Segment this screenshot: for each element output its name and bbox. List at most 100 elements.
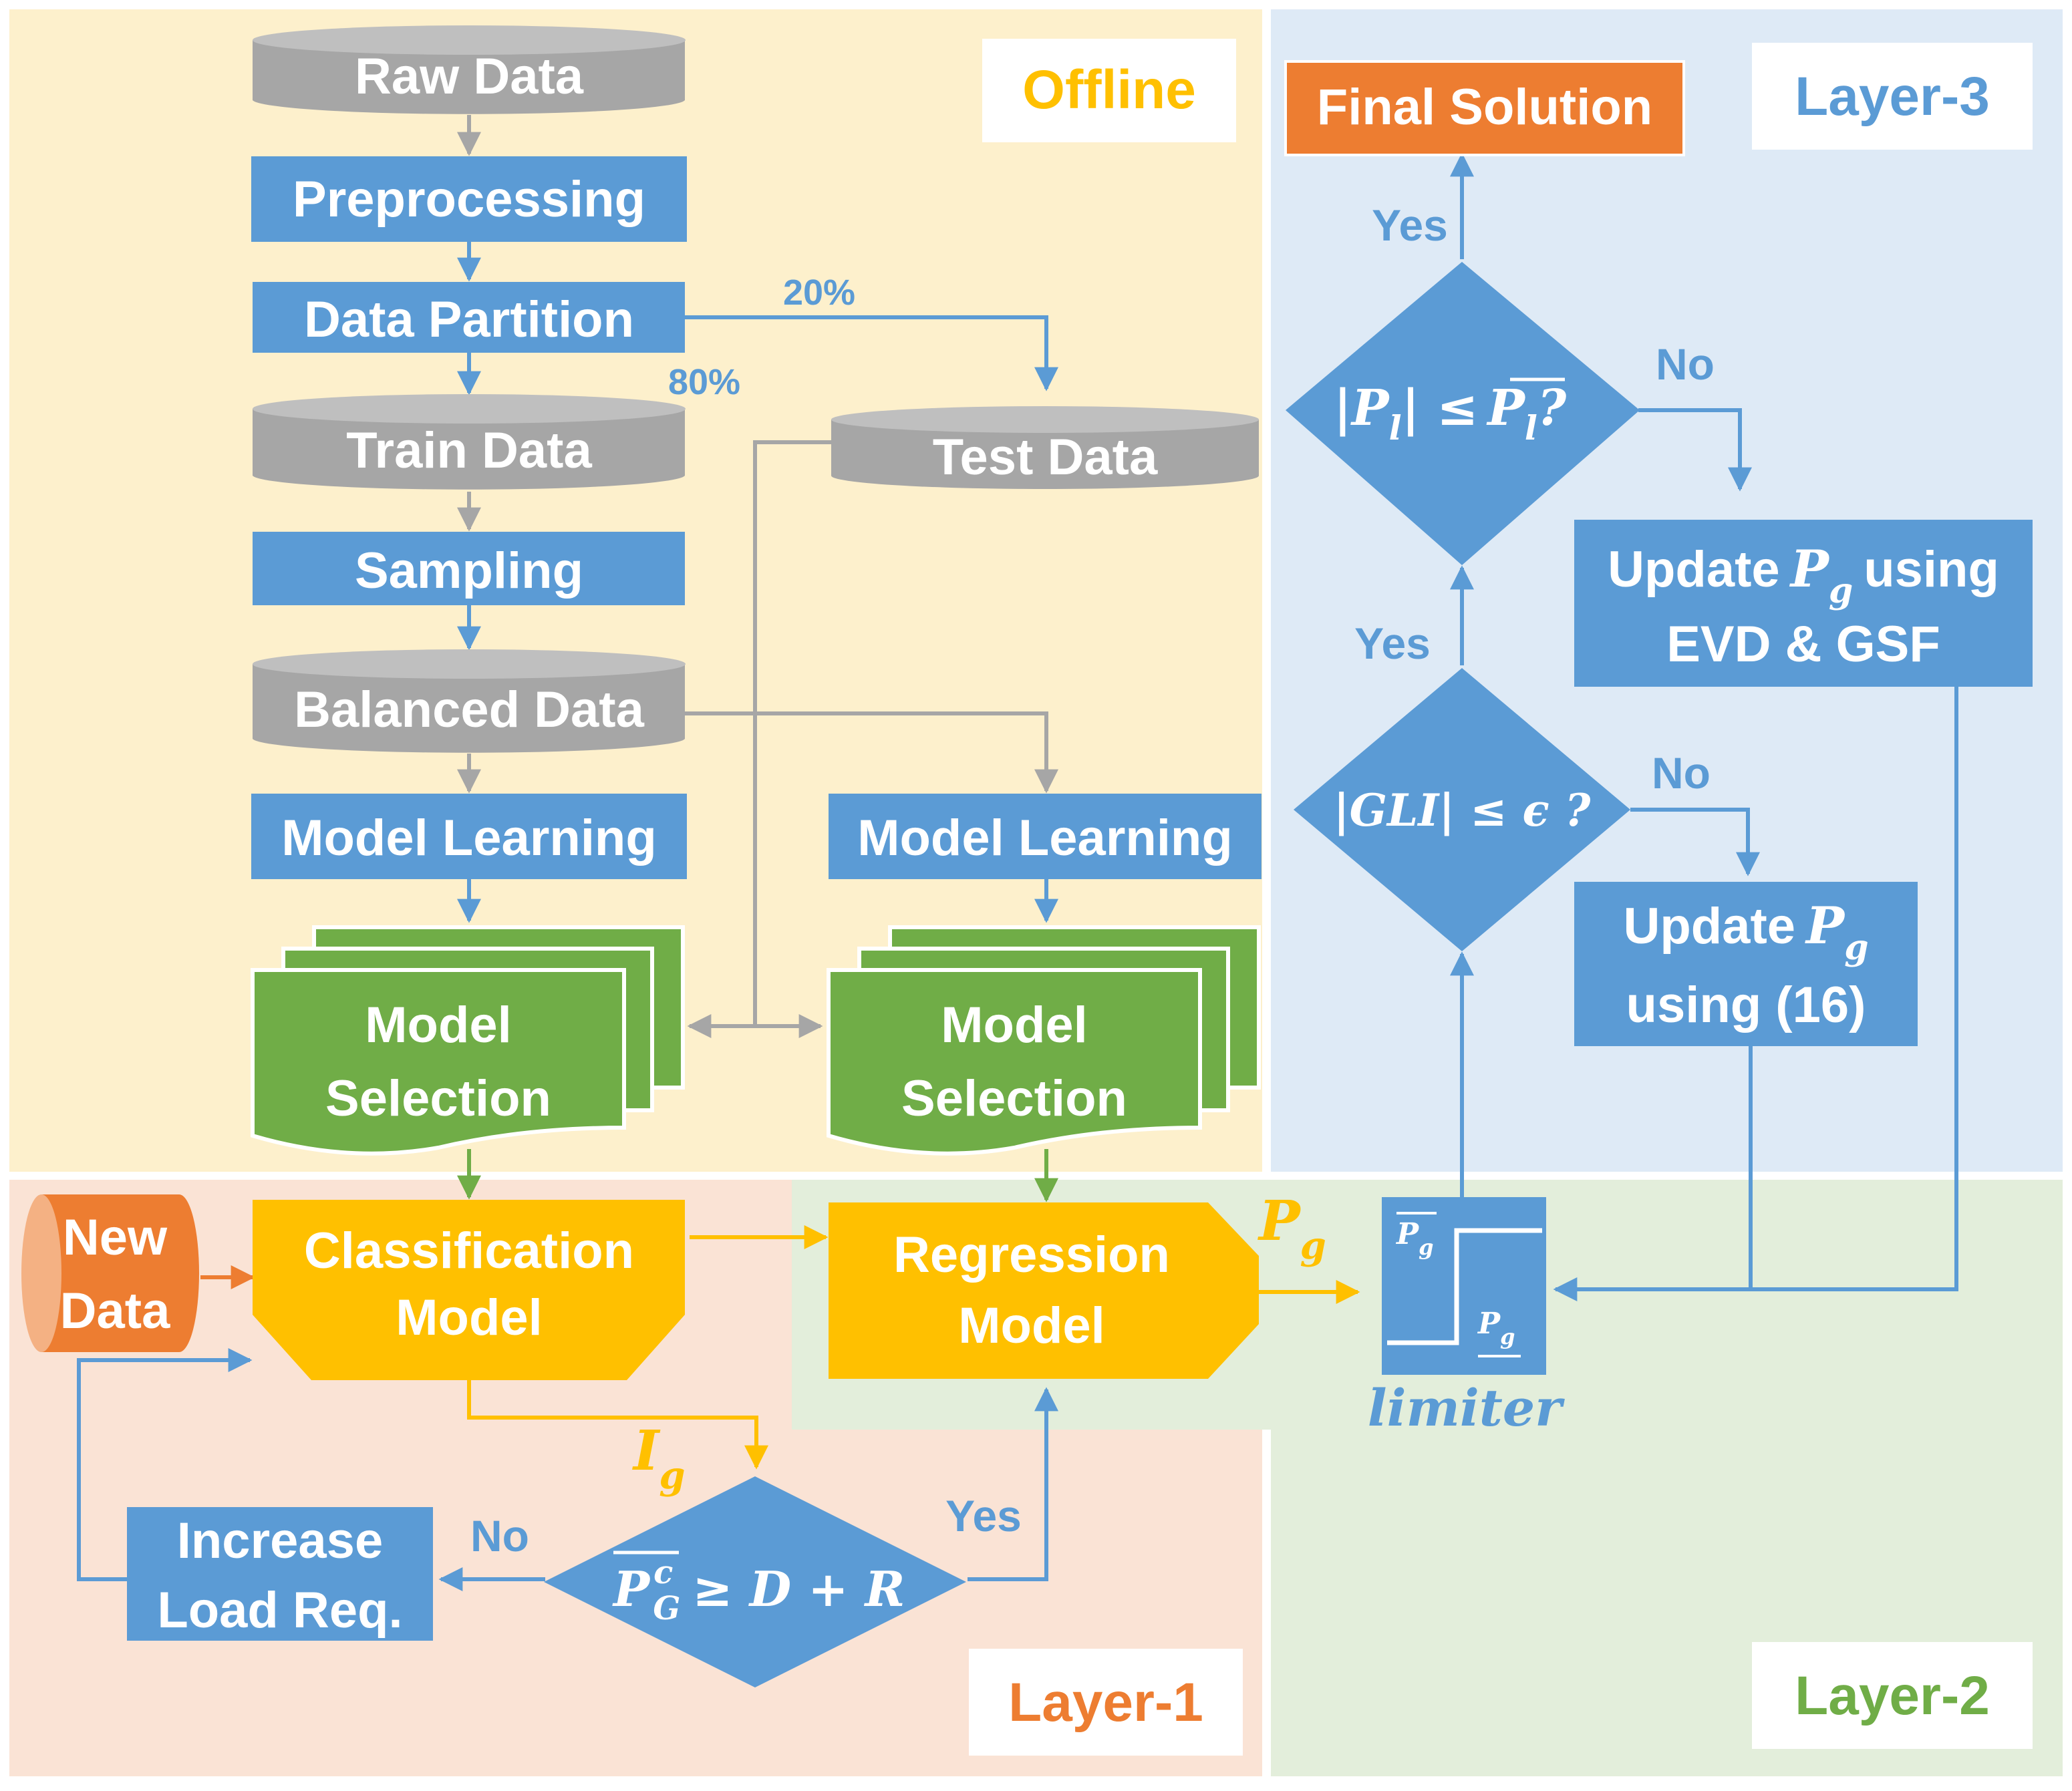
pl-leq: | ≤ <box>1402 379 1479 437</box>
regression-model-node: Regression Model <box>829 1202 1259 1379</box>
limiter-upper-label: Pg <box>1395 1217 1433 1260</box>
regression-model-line2: Model <box>958 1297 1105 1354</box>
pl-sub-l: l <box>1389 408 1402 448</box>
pl-bound-l: l <box>1525 408 1537 448</box>
layer1-tag-box <box>969 1649 1243 1756</box>
capacity-sub-G: G <box>653 1590 680 1627</box>
edge-label-20: 20% <box>783 273 855 313</box>
pl-bound-p: P <box>1486 379 1526 437</box>
new-data-line1: New <box>63 1209 168 1266</box>
model-learning-right-label: Model Learning <box>857 810 1233 866</box>
classification-model-line2: Model <box>396 1289 543 1346</box>
pl-decision-text: |Pl| ≤Pl? <box>1334 379 1567 448</box>
capacity-sup-c: c <box>653 1554 673 1591</box>
limiter-upper-p: P <box>1395 1217 1420 1251</box>
edge-label-ig-i: I <box>632 1419 661 1483</box>
raw-data-label: Raw Data <box>355 48 584 105</box>
arrow-capacity-yes-to-regression <box>968 1387 1058 1581</box>
update-pg-16-g: g <box>1844 927 1868 968</box>
edge-label-no-gli: No <box>1652 748 1711 798</box>
data-partition-node: Data Partition <box>253 282 685 353</box>
edge-label-yes-gli: Yes <box>1354 619 1431 668</box>
model-learning-left-label: Model Learning <box>281 810 657 866</box>
gli-decision: |GLI| ≤ ϵ ? <box>1294 668 1630 951</box>
arrow-pl-no-to-update-evd <box>1638 408 1752 492</box>
update-pg-evd-line2: EVD & GSF <box>1666 616 1940 673</box>
limiter-caption: limiter <box>1368 1378 1565 1438</box>
train-data-label: Train Data <box>346 422 592 479</box>
link-test-to-selection <box>753 440 831 1026</box>
arrow-evd-to-limiter <box>1553 687 1958 1301</box>
limiter-lower-g: g <box>1500 1324 1515 1349</box>
model-selection-left-node: Model Selection <box>251 925 685 1156</box>
model-selection-right-node: Model Selection <box>827 925 1261 1156</box>
preprocessing-label: Preprocessing <box>293 171 645 228</box>
increase-load-node: Increase Load Req. <box>127 1507 433 1641</box>
classification-model-line1: Classification <box>304 1223 634 1279</box>
model-selection-left-line1: Model <box>365 997 512 1053</box>
update-pg-evd-using: using <box>1864 541 1999 598</box>
edge-label-80: 80% <box>668 362 740 402</box>
update-pg-16-line2: using (16) <box>1626 977 1866 1033</box>
update-pg-evd-word: Update <box>1608 541 1780 598</box>
test-data-node: Test Data <box>831 406 1259 489</box>
arrow-balanced-to-learning-right <box>685 711 1058 794</box>
model-selection-right-line2: Selection <box>901 1070 1127 1127</box>
update-pg-evd-g: g <box>1829 571 1853 611</box>
increase-load-line2: Load Req. <box>157 1582 402 1639</box>
model-learning-left-node: Model Learning <box>251 794 687 879</box>
limiter-node: Pg Pg <box>1382 1197 1546 1375</box>
balanced-data-node: Balanced Data <box>253 649 686 753</box>
regression-output-pg: Pg <box>1257 1189 1326 1268</box>
layer1-tag: Layer-1 <box>1008 1672 1203 1733</box>
limiter-lower-p: P <box>1477 1307 1501 1341</box>
train-data-node: Train Data <box>253 394 686 490</box>
new-data-node: New Data <box>21 1194 199 1352</box>
final-solution-label: Final Solution <box>1317 79 1652 136</box>
pl-decision: |Pl| ≤Pl? <box>1286 262 1640 565</box>
model-selection-left-line2: Selection <box>325 1070 551 1127</box>
preprocessing-node: Preprocessing <box>251 156 687 242</box>
update-pg-16-p: P <box>1805 896 1845 955</box>
data-partition-label: Data Partition <box>304 291 634 348</box>
arrow-increase-to-classification <box>77 1348 253 1581</box>
edge-label-ig: Ig <box>632 1419 686 1498</box>
balanced-data-label: Balanced Data <box>294 681 644 738</box>
arrow-partition-to-test <box>685 315 1058 391</box>
arrow-classification-to-capacity <box>467 1380 768 1470</box>
pl-question: ? <box>1537 379 1567 437</box>
layer3-tag: Layer-3 <box>1795 66 1990 127</box>
arrow-gli-no-to-update16 <box>1630 808 1760 876</box>
update-pg-evd-p: P <box>1789 539 1830 599</box>
limiter-lower-label: Pg <box>1477 1307 1515 1349</box>
final-solution-node: Final Solution <box>1284 60 1685 156</box>
layer2-tag-box <box>1752 1642 2033 1749</box>
capacity-p-symbol: P <box>612 1561 651 1617</box>
model-selection-right-line1: Model <box>941 997 1088 1053</box>
regression-output-g: g <box>1300 1224 1326 1268</box>
edge-label-no-capacity: No <box>470 1511 529 1561</box>
regression-output-p: P <box>1257 1189 1302 1253</box>
layer2-tag: Layer-2 <box>1795 1665 1990 1726</box>
offline-tag-box <box>982 39 1236 142</box>
edge-label-yes-capacity: Yes <box>945 1491 1022 1540</box>
offline-tag: Offline <box>1022 59 1196 120</box>
increase-load-line1: Increase <box>177 1512 383 1569</box>
edge-label-no-pl: No <box>1656 339 1715 389</box>
layer3-tag-box <box>1752 43 2033 150</box>
pl-abs-open: |P <box>1334 379 1390 437</box>
edge-label-ig-g: g <box>659 1454 685 1498</box>
capacity-rhs: ≥ D + R <box>692 1561 905 1617</box>
update-pg-16-word: Update <box>1623 898 1795 955</box>
limiter-curve <box>1387 1228 1542 1345</box>
edge-label-yes-pl: Yes <box>1372 200 1448 250</box>
new-data-line2: Data <box>60 1283 170 1339</box>
limiter-upper-g: g <box>1419 1235 1433 1260</box>
